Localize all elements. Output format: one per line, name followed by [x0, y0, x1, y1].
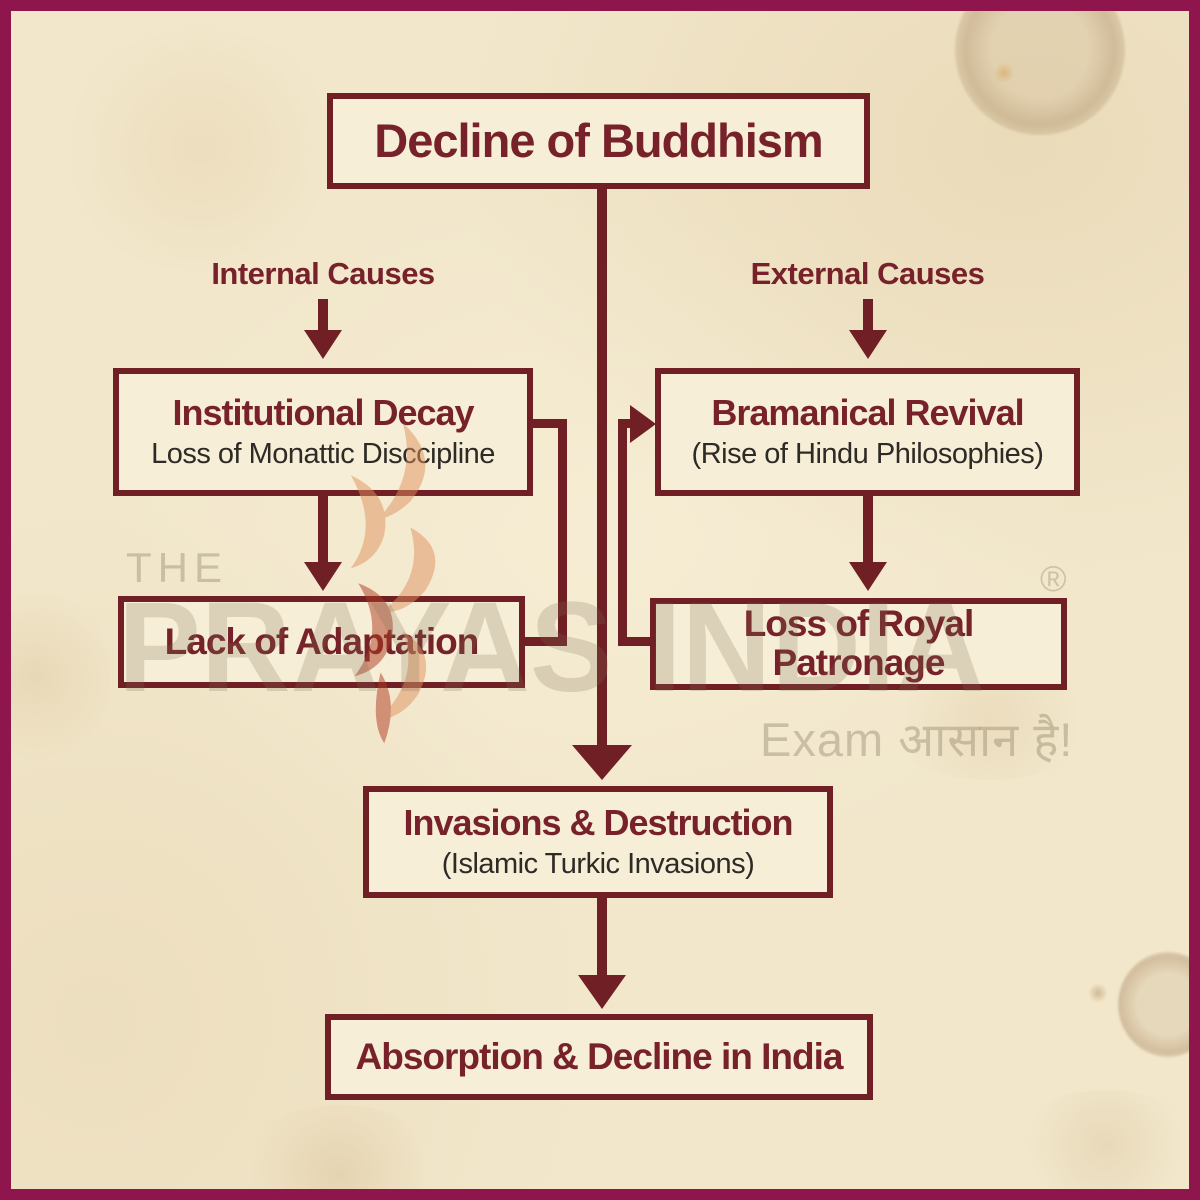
stain-wash-bottom-right	[1010, 1090, 1200, 1200]
node-decline-of-buddhism: Decline of Buddhism	[327, 93, 870, 189]
connector-trunk-line	[597, 187, 607, 746]
coffee-stain-right	[1118, 952, 1200, 1057]
arrow-down-icon	[849, 562, 887, 591]
node-title: Decline of Buddhism	[374, 114, 823, 168]
node-title: Loss of Royal Patronage	[743, 603, 975, 683]
stain-dot-top-right	[994, 62, 1014, 84]
connector-left-bracket-bottom	[525, 637, 567, 646]
arrow-down-icon	[572, 745, 632, 780]
arrow-down-icon	[304, 562, 342, 591]
node-title: Invasions & Destruction	[403, 802, 793, 844]
connector-right-bracket-stub	[620, 419, 633, 428]
node-subtitle: Loss of Monattic Disccipline	[151, 438, 495, 471]
connector-revival-to-loss	[863, 496, 873, 563]
connector-right-bracket-vertical	[618, 419, 627, 646]
connector-external-stem	[863, 299, 873, 331]
node-absorption-decline: Absorption & Decline in India	[325, 1014, 873, 1100]
connector-left-bracket-top	[533, 419, 567, 428]
node-title: Lack of Adaptation	[164, 620, 480, 662]
connector-left-bracket-vertical	[558, 419, 567, 646]
node-bramanical-revival: Bramanical Revival (Rise of Hindu Philos…	[655, 368, 1080, 496]
node-invasions-destruction: Invasions & Destruction (Islamic Turkic …	[363, 786, 833, 898]
registered-trademark-icon: ®	[1040, 558, 1067, 599]
connector-right-bracket-bottom	[618, 637, 650, 646]
watermark-the: THE	[126, 544, 228, 591]
arrow-down-icon	[578, 975, 626, 1009]
connector-invasions-to-final	[597, 898, 607, 976]
stain-wash-bottom-left	[230, 1105, 450, 1200]
node-title: Bramanical Revival	[711, 392, 1024, 434]
node-subtitle: (Islamic Turkic Invasions)	[441, 848, 755, 881]
node-title: Absorption & Decline in India	[355, 1035, 844, 1077]
node-title: Institutional Decay	[172, 392, 474, 434]
coffee-stain-top-right	[955, 0, 1125, 135]
stain-dot-right	[1088, 983, 1108, 1003]
node-subtitle: (Rise of Hindu Philosophies)	[691, 438, 1044, 471]
label-external-causes: External Causes	[750, 256, 985, 291]
arrow-down-icon	[849, 330, 887, 359]
stain-wash-left	[0, 580, 110, 770]
node-loss-of-royal-patronage: Loss of Royal Patronage	[650, 598, 1067, 690]
arrow-down-icon	[304, 330, 342, 359]
connector-decay-to-lack	[318, 496, 328, 563]
arrow-right-icon	[630, 405, 656, 443]
label-internal-causes: Internal Causes	[211, 256, 435, 291]
connector-internal-stem	[318, 299, 328, 331]
node-lack-of-adaptation: Lack of Adaptation	[118, 596, 525, 688]
watermark-tagline: Exam आसान है!	[760, 713, 1074, 766]
stain-wash-top-left	[50, 30, 350, 270]
node-institutional-decay: Institutional Decay Loss of Monattic Dis…	[113, 368, 533, 496]
